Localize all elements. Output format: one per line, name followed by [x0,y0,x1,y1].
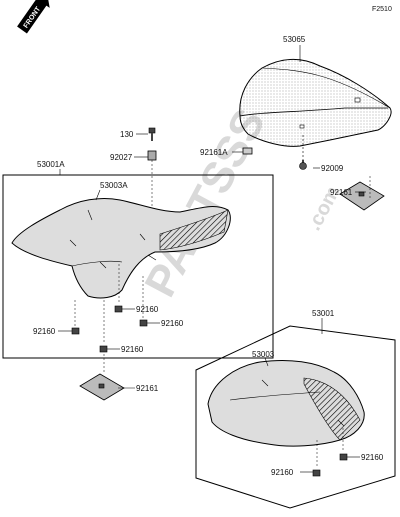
seat-53001a [11,197,231,299]
label-53003a: 53003A [100,181,128,190]
screw-92009 [299,135,307,170]
label-53001a: 53001A [37,160,65,169]
pad-92161-lower [79,354,125,401]
label-53003: 53003 [252,350,275,359]
label-53065: 53065 [283,35,306,44]
nut-92160-left [71,300,80,335]
pad-92161a [242,147,253,155]
label-92161-upper: 92161 [330,188,353,197]
label-92160-a: 92160 [136,305,159,314]
label-53001: 53001 [312,309,335,318]
pad-92161-upper [339,176,385,211]
seat-cover-53065 [239,59,392,147]
bolt-130 [148,127,156,141]
leader-lines [58,45,366,473]
label-130: 130 [120,130,134,139]
diagram-code: F2510 [372,6,392,13]
label-92161a: 92161A [200,148,228,157]
front-arrow-icon: FRONT [17,0,50,34]
nut-92160-bottom [312,440,321,477]
seat-cowl-53003 [207,359,365,447]
label-92160-bottom: 92160 [271,468,294,477]
label-92160-b: 92160 [161,319,184,328]
assembly-box-53001a [2,174,274,359]
label-92161-lower: 92161 [136,384,159,393]
nut-92160-c [99,300,108,353]
label-92160-c: 92160 [121,345,144,354]
label-92160-left: 92160 [33,327,56,336]
label-92160-right: 92160 [361,453,384,462]
label-92009: 92009 [321,164,344,173]
label-92027: 92027 [110,153,133,162]
assembly-box-53001 [195,325,396,509]
